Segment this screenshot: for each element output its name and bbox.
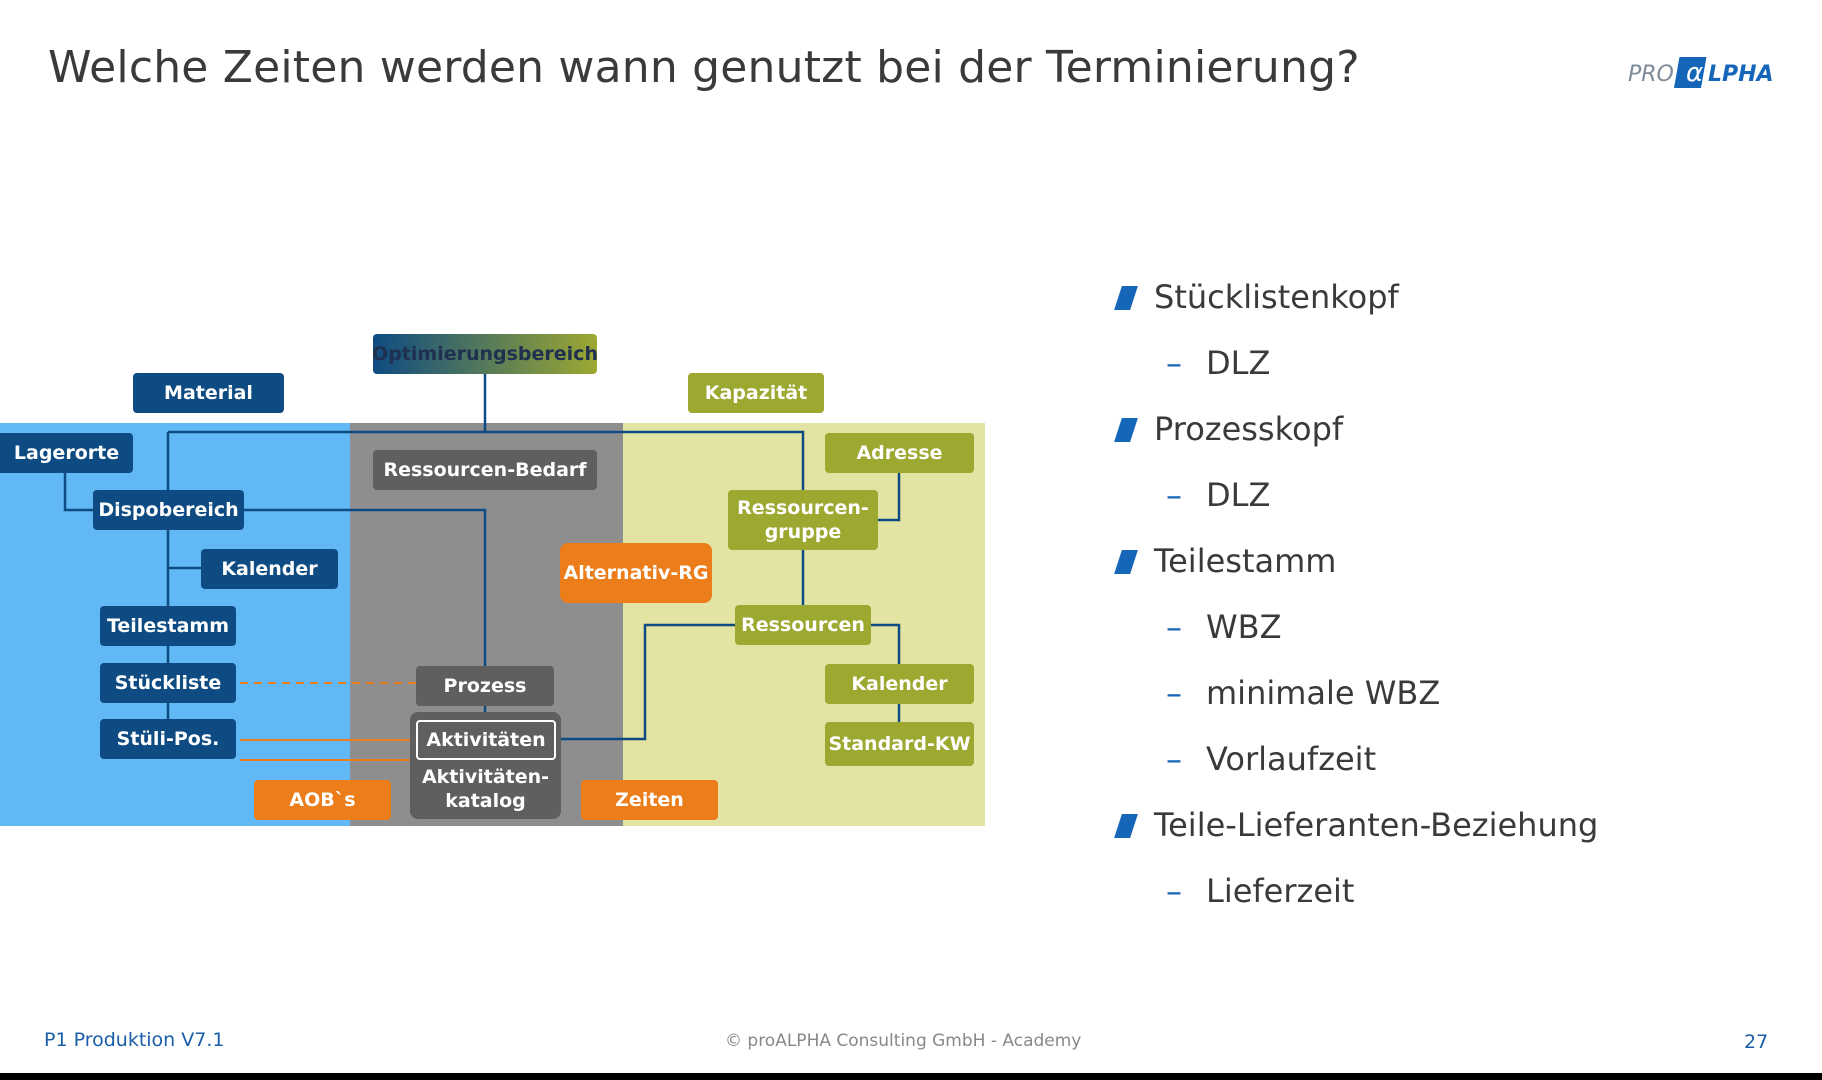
footer-copyright: © proALPHA Consulting GmbH - Academy (725, 1031, 1082, 1051)
node-kalender-material: Kalender (201, 549, 338, 589)
proalpha-logo: PRO α LPHA (1628, 57, 1774, 88)
bullet-subitem: –Vorlaufzeit (1166, 740, 1377, 778)
dash-icon: – (1166, 608, 1182, 646)
dash-icon: – (1166, 476, 1182, 514)
node-stueli-pos: Stüli-Pos. (100, 719, 236, 759)
node-ressourcen-bedarf: Ressourcen-Bedarf (373, 450, 597, 490)
slide-title: Welche Zeiten werden wann genutzt bei de… (48, 42, 1360, 93)
node-teilestamm: Teilestamm (100, 606, 236, 646)
node-material: Material (133, 373, 284, 413)
node-aktivitaeten: Aktivitäten (416, 720, 556, 760)
node-alternativ-rg: Alternativ-RG (560, 543, 712, 603)
node-prozess: Prozess (416, 666, 554, 706)
bullet-subitem: –DLZ (1166, 344, 1271, 382)
bullet-marker-icon (1114, 550, 1138, 574)
node-kapazitaet: Kapazität (688, 373, 824, 413)
logo-text-alpha: α (1686, 58, 1703, 88)
dash-icon: – (1166, 872, 1182, 910)
node-ressourcen: Ressourcen (735, 605, 871, 645)
bullet-marker-icon (1114, 286, 1138, 310)
node-standard-kw: Standard-KW (825, 722, 974, 766)
bullet-subitem: –Lieferzeit (1166, 872, 1355, 910)
bottom-bar (0, 1073, 1822, 1080)
bullet-item: Teilestamm (1114, 542, 1336, 580)
bullet-subitem: –WBZ (1166, 608, 1282, 646)
logo-alpha-block (1674, 57, 1707, 88)
bullet-subitem: –DLZ (1166, 476, 1271, 514)
bullet-marker-icon (1114, 418, 1138, 442)
bullet-subitem: –minimale WBZ (1166, 674, 1441, 712)
node-adresse: Adresse (825, 433, 974, 473)
node-kalender-kapazitaet: Kalender (825, 664, 974, 704)
bullet-marker-icon (1114, 814, 1138, 838)
node-zeiten: Zeiten (581, 780, 718, 820)
node-stueckliste: Stückliste (100, 663, 236, 703)
bullet-item: Stücklistenkopf (1114, 278, 1399, 316)
logo-text-pro: PRO (1628, 62, 1674, 87)
node-dispobereich: Dispobereich (93, 490, 244, 530)
bullet-item: Teile-Lieferanten-Beziehung (1114, 806, 1598, 844)
node-optimierungsbereich: Optimierungsbereich (372, 334, 598, 374)
footer-page-number: 27 (1744, 1031, 1769, 1053)
node-lagerorte: Lagerorte (0, 433, 133, 473)
node-aobs: AOB`s (254, 780, 391, 820)
node-ressourcengruppe: Ressourcen- gruppe (728, 490, 878, 550)
dash-icon: – (1166, 674, 1182, 712)
footer-course: P1 Produktion V7.1 (44, 1029, 225, 1051)
dash-icon: – (1166, 344, 1182, 382)
dash-icon: – (1166, 740, 1182, 778)
bullet-item: Prozesskopf (1114, 410, 1343, 448)
logo-text-lpha: LPHA (1708, 62, 1774, 87)
